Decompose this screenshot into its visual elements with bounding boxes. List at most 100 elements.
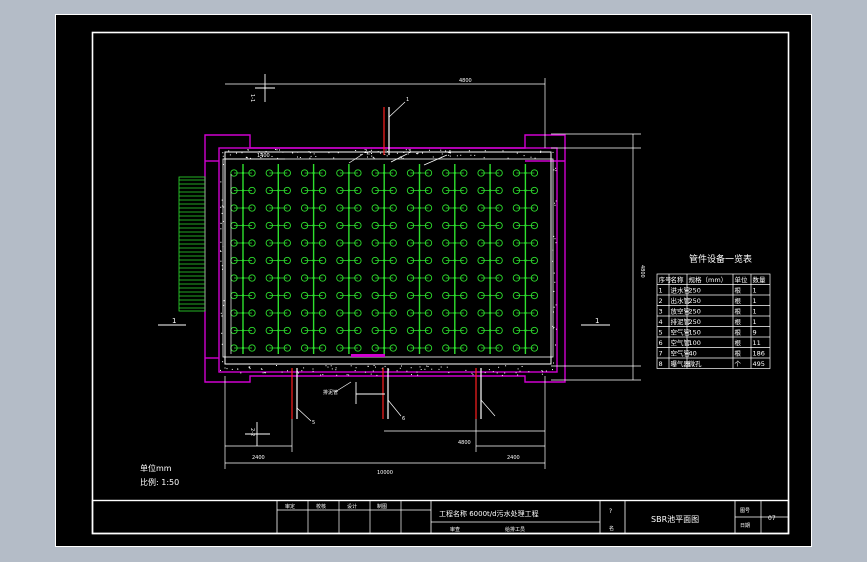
table-cell: 186 — [753, 350, 765, 358]
table-cell: 根 — [735, 338, 742, 347]
aeration-diffuser — [230, 326, 256, 335]
aeration-diffuser — [406, 239, 433, 247]
aeration-diffuser — [442, 344, 468, 352]
aeration-diffuser — [371, 186, 397, 195]
sbr-plan — [158, 74, 641, 469]
figure-number: 07 — [768, 515, 776, 522]
table-cell: 空气管 — [671, 349, 691, 358]
table-cell: 100 — [689, 339, 701, 347]
aeration-diffuser — [512, 221, 539, 230]
table-cell: 曝气器 — [671, 359, 691, 368]
section-marks — [158, 74, 610, 446]
aeration-diffuser — [442, 326, 468, 335]
section-mark-right: 1 — [595, 317, 599, 325]
dimension-lines — [224, 78, 641, 469]
aeration-diffuser — [477, 186, 503, 195]
aeration-diffuser — [336, 256, 362, 265]
aeration-diffuser — [371, 291, 397, 300]
table-cell: 放空管 — [671, 307, 691, 316]
title-block — [91, 499, 790, 535]
aeration-diffuser — [512, 204, 539, 212]
outer-frame — [55, 14, 812, 547]
aeration-diffuser — [442, 274, 468, 282]
aeration-diffuser — [265, 239, 291, 247]
title-block-text: 审定 校核 设计 制图 工程名称 6000t/d污水处理工程 审查 给排工员 ?… — [285, 503, 776, 533]
table-cell: 2 — [659, 297, 663, 305]
qmark-sub: 名 — [609, 525, 614, 532]
aeration-diffuser — [336, 239, 362, 247]
aeration-diffuser — [442, 309, 468, 317]
drawing-annotations: 4800 4800 1400 10000 2400 2400 4800 1 1 … — [140, 78, 645, 487]
sheet-background — [55, 14, 812, 547]
project-name: 工程名称 6000t/d污水处理工程 — [439, 509, 539, 518]
aeration-diffuser — [371, 256, 397, 265]
aeration-diffuser — [371, 309, 397, 317]
qmark: ? — [609, 508, 612, 515]
table-header-cell: 数量 — [753, 275, 767, 284]
aeration-diffuser — [265, 186, 291, 195]
inlet-grating — [178, 176, 206, 312]
pipes — [291, 107, 482, 419]
aeration-diffuser — [336, 186, 362, 195]
aeration-diffuser-grid — [230, 164, 539, 354]
fig-label-bottom: 日期 — [740, 523, 750, 529]
aeration-diffuser — [442, 169, 468, 177]
table-cell: 5 — [659, 329, 663, 337]
section-mark-top: 1-1 — [249, 94, 255, 102]
table-cell: 3 — [659, 308, 663, 316]
aeration-diffuser — [230, 221, 256, 230]
aeration-diffuser — [406, 326, 433, 335]
aeration-diffuser — [336, 309, 362, 317]
aeration-diffuser — [406, 169, 433, 177]
table-cell: 根 — [735, 286, 742, 295]
table-cell: 11 — [753, 339, 761, 347]
pipe-callout-2: 2 — [364, 149, 367, 155]
aeration-diffuser — [512, 309, 539, 317]
aeration-diffuser — [477, 256, 503, 265]
aeration-diffuser — [371, 344, 397, 352]
table-header-cell: 序号 — [659, 275, 673, 284]
aeration-diffuser — [406, 221, 433, 230]
table-cell: 150 — [689, 329, 701, 337]
aeration-diffuser — [512, 344, 539, 352]
dim-top-main: 4800 — [459, 78, 472, 84]
table-cell: 1 — [753, 297, 757, 305]
table-cell: 进水管 — [671, 286, 691, 295]
aeration-diffuser — [265, 221, 291, 230]
aeration-diffuser — [442, 221, 468, 230]
role-check: 校核 — [316, 503, 326, 510]
pipe-callout-3: 3 — [408, 149, 411, 155]
dim-bottom-right: 2400 — [507, 455, 520, 461]
aeration-diffuser — [477, 344, 503, 352]
table-cell: 根 — [735, 296, 742, 305]
aeration-diffuser — [230, 274, 256, 282]
aeration-diffuser — [371, 169, 397, 177]
pipe-callout-5: 5 — [312, 420, 315, 426]
aeration-diffuser — [371, 274, 397, 282]
section-mark-left: 1 — [172, 317, 176, 325]
aeration-diffuser — [442, 204, 468, 212]
fig-label-top: 图号 — [740, 508, 750, 514]
aeration-diffuser — [336, 344, 362, 352]
table-header-cell: 名称 — [671, 275, 685, 284]
aeration-diffuser — [442, 186, 468, 195]
aeration-diffuser — [265, 309, 291, 317]
pipe-callout-1: 1 — [406, 97, 409, 103]
aeration-diffuser — [371, 239, 397, 247]
aeration-diffuser — [512, 326, 539, 335]
sub-label-review: 审查 — [450, 526, 460, 533]
aeration-diffuser — [477, 309, 503, 317]
aeration-diffuser — [300, 344, 327, 352]
sub-label-team: 给排工员 — [505, 526, 525, 533]
table-cell: 8 — [659, 360, 663, 368]
role-draft: 制图 — [377, 503, 387, 510]
aeration-diffuser — [265, 326, 291, 335]
aeration-diffuser — [230, 291, 256, 300]
scale-note: 比例: 1:50 — [140, 477, 179, 487]
table-cell: 空气管 — [671, 328, 691, 337]
aeration-diffuser — [300, 169, 327, 177]
table-cell: 40 — [689, 350, 697, 358]
table-cell: 空气管 — [671, 338, 691, 347]
aeration-diffuser — [512, 256, 539, 265]
